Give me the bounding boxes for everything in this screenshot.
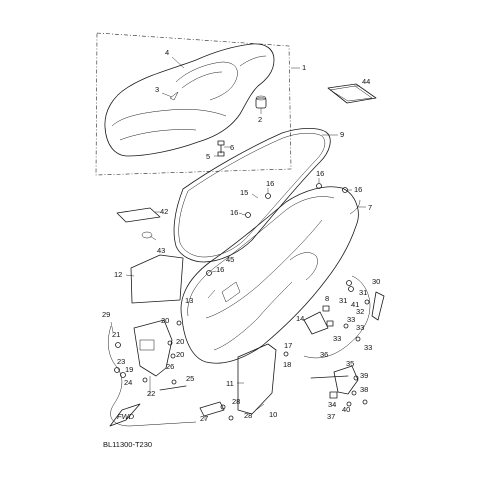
storage-box-seal [173,127,331,263]
callout-31a: 31 [359,288,367,297]
callout-33a: 33 [347,315,355,324]
callout-25: 25 [186,374,194,383]
callout-6: 6 [230,143,234,152]
callout-14: 14 [296,314,304,323]
diagram-code: BL11300-T230 [103,440,153,449]
rod-36 [310,375,349,379]
seat-lock-cable [108,325,197,427]
callout-13: 13 [185,296,193,305]
hook-14 [303,311,329,335]
callout-38: 38 [360,385,368,394]
fwd-label: FWD [117,412,135,421]
hinge-assembly [329,365,368,407]
bolt [217,140,225,157]
callout-16c: 16 [316,169,324,178]
callout-21: 21 [112,330,120,339]
callout-15: 15 [240,188,248,197]
callout-7: 7 [368,203,372,212]
callout-19: 19 [125,365,133,374]
callout-33c: 33 [356,323,364,332]
callout-43: 43 [157,246,165,255]
latch-27 [199,401,225,417]
cover-panel-12 [130,254,184,304]
callout-45: 45 [226,255,234,264]
owners-manual [327,83,377,104]
seat-assembly-boundary [95,32,292,176]
callout-26: 26 [166,362,174,371]
cable-30 [303,275,371,359]
callout-35: 35 [346,359,354,368]
callout-31b: 31 [339,296,347,305]
callout-29: 29 [102,310,110,319]
callout-24: 24 [124,378,132,387]
seat-damper [255,95,267,109]
callout-2: 2 [258,115,262,124]
callout-9: 9 [340,130,344,139]
callout-27: 27 [200,414,208,423]
callout-36: 36 [320,350,328,359]
callout-16e: 16 [216,265,224,274]
callout-39: 39 [360,371,368,380]
callout-16d: 16 [354,185,362,194]
callout-42: 42 [160,207,168,216]
callout-8: 8 [325,294,329,303]
callout-1: 1 [302,63,306,72]
callout-34: 34 [328,400,336,409]
callout-3: 3 [155,85,159,94]
lever-31 [371,291,385,321]
callout-23: 23 [117,357,125,366]
callout-37: 37 [327,412,335,421]
clip-8 [322,305,330,312]
callout-28a: 28 [232,397,240,406]
callout-11: 11 [226,379,234,388]
callout-5: 5 [206,152,210,161]
callout-10: 10 [269,410,277,419]
callout-17: 17 [284,341,292,350]
callout-41: 41 [351,300,359,309]
rod-25 [159,385,187,391]
callout-28b: 28 [244,411,252,420]
lock-bracket [133,319,173,377]
callout-12: 12 [114,270,122,279]
callout-18: 18 [283,360,291,369]
callout-44: 44 [362,77,370,86]
callout-20b: 20 [176,337,184,346]
forward-direction-arrow: FWD [109,403,141,427]
callout-16a: 16 [266,179,274,188]
seat [104,43,275,157]
fasteners-right [343,280,370,342]
fasteners [114,320,289,421]
seat-strap [169,91,179,101]
callout-33b: 33 [333,334,341,343]
callout-30: 30 [372,277,380,286]
callout-4: 4 [165,48,169,57]
clip-8b [326,320,334,327]
bolt-16 [206,183,348,276]
callout-32: 32 [356,307,364,316]
callout-33d: 33 [364,343,372,352]
callout-40: 40 [342,405,350,414]
callout-20a: 20 [161,316,169,325]
callout-22: 22 [147,389,155,398]
callout-20c: 20 [176,350,184,359]
tool-pouch [116,207,161,239]
storage-box [180,186,361,364]
cover-panel-10 [237,343,277,415]
callout-16b: 16 [230,208,238,217]
